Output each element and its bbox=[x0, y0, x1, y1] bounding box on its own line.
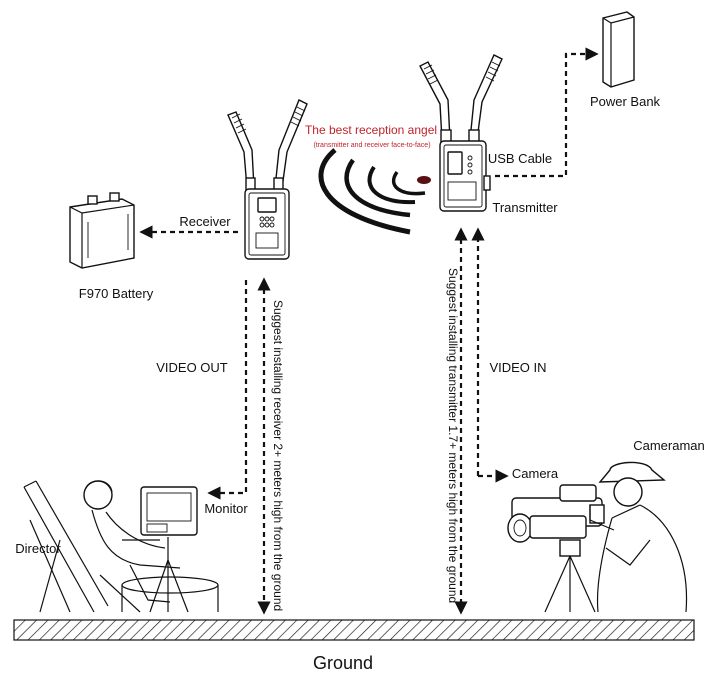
power-bank-label: Power Bank bbox=[590, 94, 661, 109]
video-out-arrow bbox=[207, 280, 248, 500]
usb-cable-label: USB Cable bbox=[488, 151, 552, 166]
receiver-device bbox=[227, 99, 308, 260]
battery-label: F970 Battery bbox=[79, 286, 154, 301]
best-angle-subtitle: (transmitter and receiver face-to-face) bbox=[313, 142, 430, 149]
video-in-label: VIDEO IN bbox=[489, 360, 546, 375]
transmitter-height-note: Suggest installing transmitter 1.7+ mete… bbox=[446, 268, 460, 603]
battery-icon bbox=[69, 192, 135, 269]
receiver-antenna-left bbox=[227, 111, 256, 191]
director-label: Director bbox=[15, 541, 61, 556]
signal-source-dot bbox=[417, 176, 431, 184]
receiver-height-note: Suggest installing receiver 2+ meters hi… bbox=[271, 300, 285, 611]
transmitter-label: Transmitter bbox=[492, 200, 558, 215]
camera-label: Camera bbox=[512, 466, 559, 481]
signal-waves bbox=[318, 148, 431, 235]
usb-cable-arrow bbox=[495, 47, 599, 178]
monitor-label: Monitor bbox=[204, 501, 248, 516]
director-illustration bbox=[23, 480, 219, 613]
cameraman-illustration bbox=[507, 461, 688, 613]
best-angle-title: The best reception angel bbox=[305, 123, 437, 137]
ground-strip bbox=[13, 619, 695, 641]
video-out-label: VIDEO OUT bbox=[156, 360, 228, 375]
transmitter-antenna-right bbox=[468, 54, 503, 143]
cameraman-label: Cameraman bbox=[633, 438, 705, 453]
power-bank-icon bbox=[602, 11, 635, 88]
receiver-label: Receiver bbox=[179, 214, 231, 229]
receiver-antenna-right bbox=[273, 99, 308, 191]
ground-label: Ground bbox=[313, 653, 373, 673]
transmitter-device bbox=[419, 54, 503, 212]
